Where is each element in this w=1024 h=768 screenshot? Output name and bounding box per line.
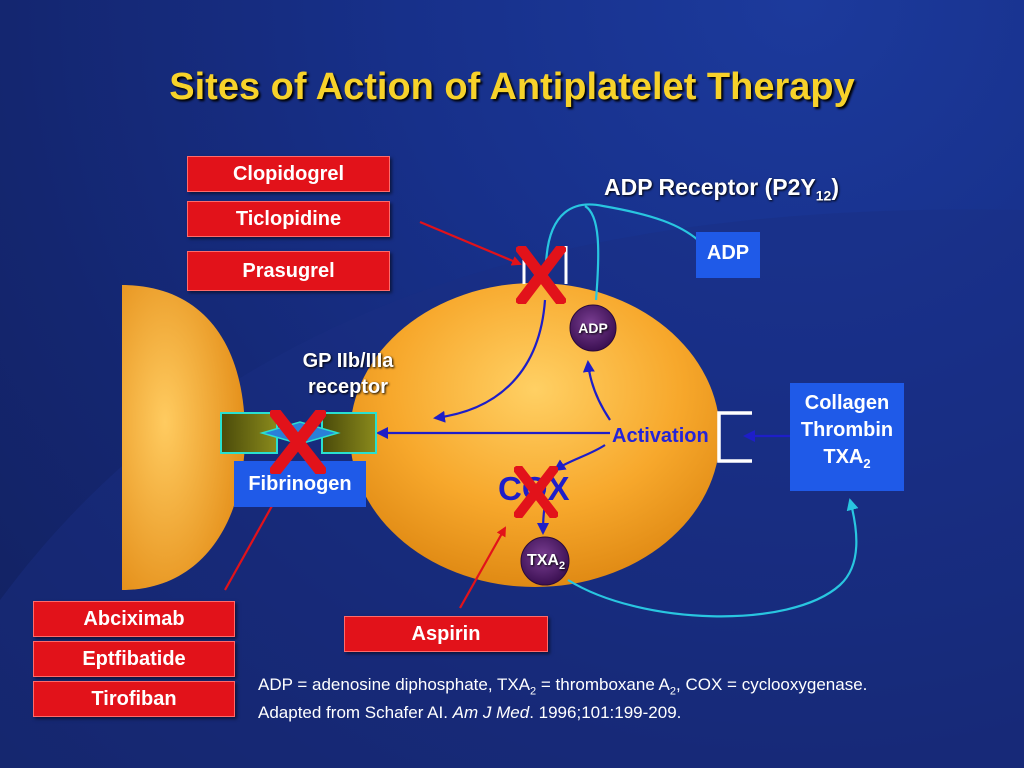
inhibition-x-icon-cox [514,466,558,518]
drug-box-prasugrel: Prasugrel [187,251,390,291]
footnote-line-1: ADP = adenosine diphosphate, TXA2 = thro… [258,675,868,698]
platelet-shape [350,283,720,587]
arrow-activation-to-adp [582,360,611,421]
txa2-circle-shape [520,536,570,586]
fibrinogen-box: Fibrinogen [234,461,366,507]
activation-label: Activation [612,425,709,447]
drug-box-clopidogrel: Clopidogrel [187,156,390,192]
txa2-circle-label: TXA2 [526,552,566,573]
drug-box-abciximab: Abciximab [33,601,235,637]
arrow-thienopyridines-to-p2y12 [419,220,522,266]
drug-box-ticlopidine: Ticlopidine [187,201,390,237]
arrow-activation-to-cox [553,444,606,472]
adp-circle-label: ADP [578,320,608,336]
drug-box-aspirin: Aspirin [344,616,548,652]
arrow-aspirin-to-cox [459,526,506,609]
left-platelet-shape [122,285,245,590]
footnote: ADP = adenosine diphosphate, TXA2 = thro… [258,674,998,724]
page-title: Sites of Action of Antiplatelet Therapy [169,66,855,108]
drug-box-tirofiban: Tirofiban [33,681,235,717]
agonists-box: Collagen Thrombin TXA2 [790,383,904,491]
arrow-p2y12-to-gp [433,299,547,423]
activation-bracket [717,411,752,463]
inhibition-x-icon-p2y12 [516,246,566,304]
inhibition-x-icon-gp-receptor [270,410,326,474]
cyan-arrow-txa2-to-agonists [567,498,859,618]
adp-box: ADP [696,232,760,278]
gp-receptor-label: GP IIb/IIIa receptor [302,350,394,398]
adp-circle-shape [569,304,617,352]
adp-receptor-label: ADP Receptor (P2Y12) [604,174,840,204]
cyan-curve-adp-circle [584,205,600,301]
cyan-curve-receptor-to-adp [544,203,699,266]
footnote-line-2: Adapted from Schafer AI. Am J Med. 1996;… [258,703,682,723]
drug-box-eptfibatide: Eptfibatide [33,641,235,677]
